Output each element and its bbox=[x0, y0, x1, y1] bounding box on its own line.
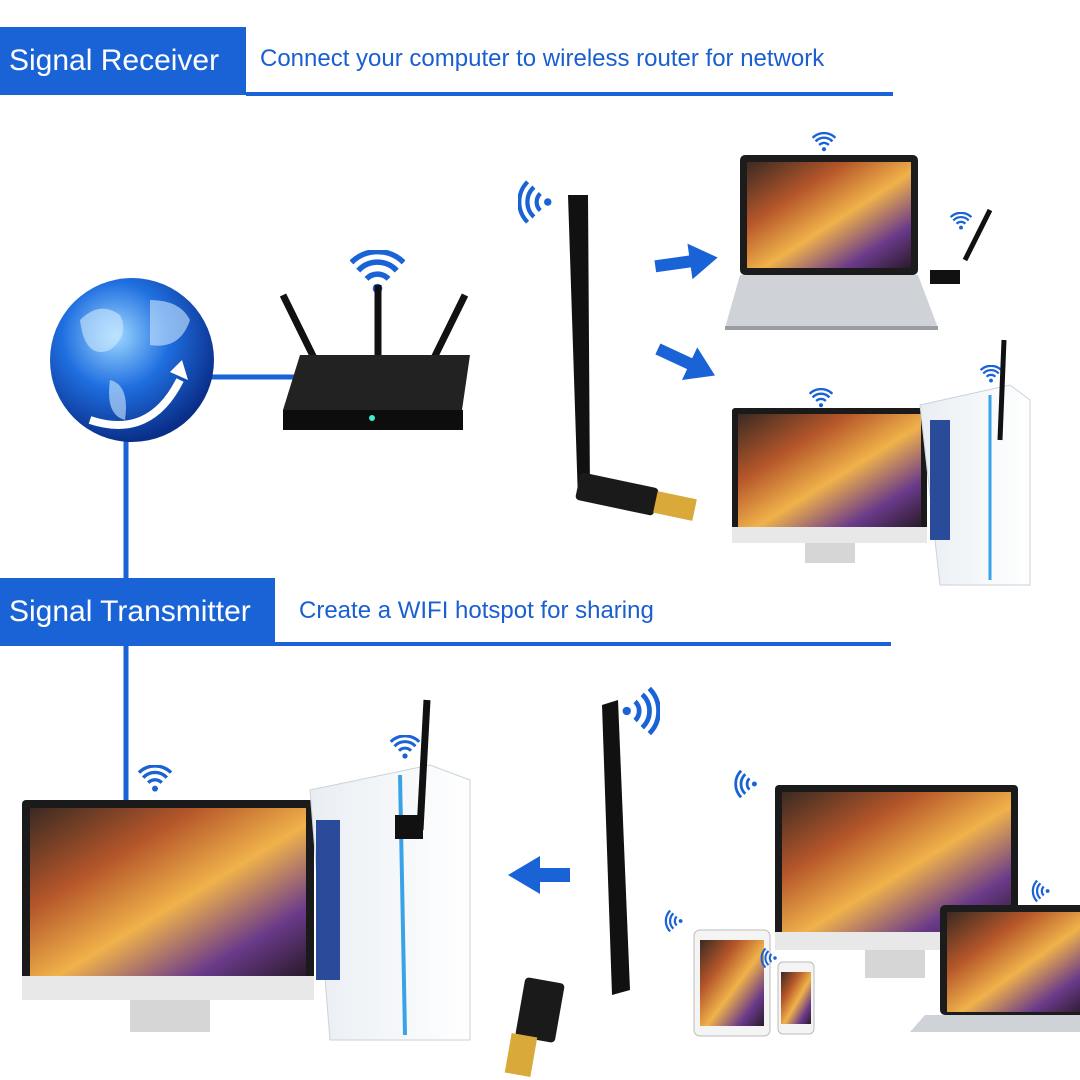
arrow-icon bbox=[654, 243, 718, 280]
laptop-icon bbox=[725, 132, 993, 330]
globe-icon bbox=[50, 278, 214, 442]
tablet-icon bbox=[664, 910, 771, 1037]
desktop-pc-icon bbox=[22, 699, 471, 1041]
laptop-icon bbox=[910, 880, 1080, 1032]
arrow-icon bbox=[508, 856, 570, 894]
divider bbox=[246, 92, 893, 96]
divider bbox=[275, 642, 891, 646]
router-icon bbox=[279, 252, 470, 430]
signal-transmitter-description: Create a WIFI hotspot for sharing bbox=[299, 597, 654, 624]
usb-wifi-adapter-icon bbox=[504, 688, 659, 1077]
usb-wifi-adapter-icon bbox=[519, 182, 697, 521]
signal-receiver-description: Connect your computer to wireless router… bbox=[260, 45, 825, 72]
signal-transmitter-label: Signal Transmitter bbox=[0, 578, 275, 646]
arrow-icon bbox=[655, 343, 716, 381]
desktop-pc-icon bbox=[732, 339, 1031, 586]
signal-receiver-label: Signal Receiver bbox=[0, 27, 246, 95]
phone-icon bbox=[760, 948, 815, 1035]
